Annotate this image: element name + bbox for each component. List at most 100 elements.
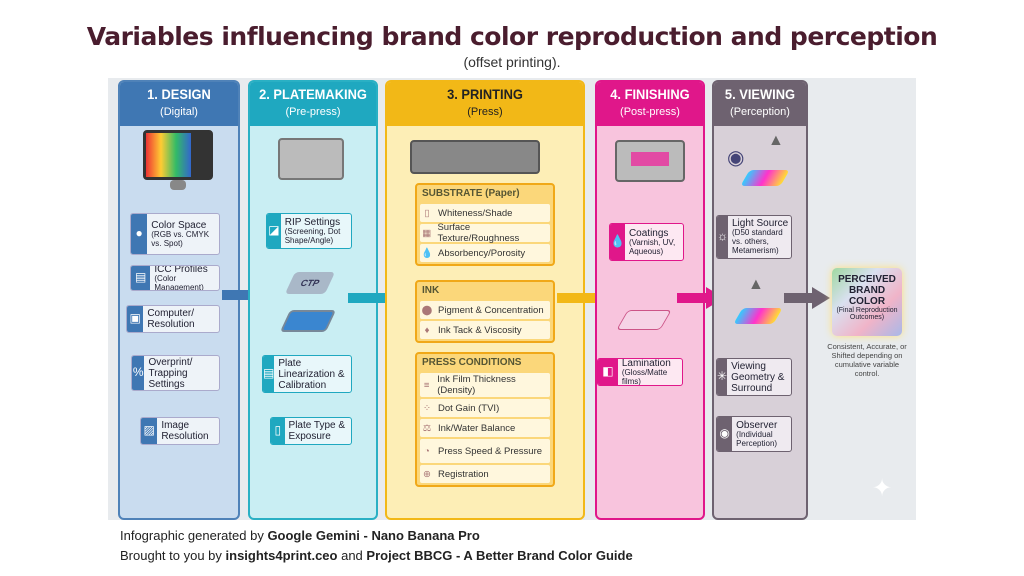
item-detail: (Individual Perception) <box>736 429 778 448</box>
plate-item-plate-type: ▯Plate Type & Exposure <box>270 417 352 445</box>
column-subtitle: (Pre-press) <box>285 106 341 118</box>
item-detail: (D50 standard vs. others, Metamerism) <box>732 228 783 255</box>
item-label: Viewing Geometry & Surround <box>731 360 785 394</box>
design-item-computer-resolution: ▣Computer/ Resolution <box>126 305 220 333</box>
page-title: Variables influencing brand color reprod… <box>86 22 938 51</box>
lamp-icon: ▲ <box>748 276 764 293</box>
item-label: Absorbency/Porosity <box>438 247 526 259</box>
printing-item: ⚖Ink/Water Balance <box>420 419 550 437</box>
trapping-icon: % <box>132 356 145 390</box>
footer-text: Infographic generated by <box>120 528 268 543</box>
droplet-icon: 💧 <box>610 224 625 260</box>
group-ink: INK ⬤Pigment & Concentration ♦ Ink Tack &… <box>415 280 555 343</box>
item-detail: (Varnish, UV, Aqueous) <box>628 237 676 256</box>
group-title: SUBSTRATE (Paper) <box>422 188 520 199</box>
printing-item: ⬤Pigment & Concentration <box>420 301 550 319</box>
group-title: INK <box>422 285 440 296</box>
item-label: Color Space <box>151 219 207 231</box>
result-detail: (Final Reproduction Outcomes) <box>836 307 898 321</box>
dot-gain-icon: ⁘ <box>423 402 431 414</box>
item-detail: (RGB vs. CMYK vs. Spot) <box>151 229 210 248</box>
item-label: Coatings <box>628 227 669 239</box>
plate-item-linearization: ▤Plate Linearization & Calibration <box>262 355 352 393</box>
item-label: Press Speed & Pressure <box>438 445 543 457</box>
texture-icon: ▦ <box>422 227 432 239</box>
balance-icon: ⚖ <box>422 422 432 434</box>
item-label: Whiteness/Shade <box>438 207 513 219</box>
lightbulb-icon: ☼ <box>717 216 728 258</box>
monitor-illustration <box>143 130 213 180</box>
image-icon: ▣ <box>127 306 144 332</box>
printing-item: ◔ Press Speed & Pressure <box>420 439 550 463</box>
group-title: PRESS CONDITIONS <box>422 357 522 368</box>
item-label: Light Source <box>732 218 789 230</box>
printing-arrow-shaft <box>557 293 601 303</box>
column-title: 2. PLATEMAKING <box>259 86 367 102</box>
lamp-icon: ▲ <box>768 132 784 149</box>
design-item-icc-profiles: ▤ICC Profiles(Color Management) <box>130 265 220 291</box>
result-title: PERCEIVED BRAND COLOR <box>838 274 896 307</box>
item-label: Observer <box>736 419 778 431</box>
footer-project: Project BBCG - A Better Brand Color Guid… <box>366 548 633 563</box>
group-press-conditions: PRESS CONDITIONS ≡Ink Film Thickness (De… <box>415 352 555 487</box>
item-label: Registration <box>438 468 489 480</box>
eye-icon: ◉ <box>717 417 733 451</box>
printing-item: ▦ Surface Texture/Roughness <box>420 222 550 244</box>
printing-item: ≡Ink Film Thickness (Density) <box>420 373 550 397</box>
footer-text: Brought to you by <box>120 548 226 563</box>
column-subtitle: (Press) <box>467 106 503 118</box>
design-item-overprint-trapping: %Overprint/ Trapping Settings <box>131 355 220 391</box>
footer-sponsor-line: Brought to you by insights4print.ceo and… <box>120 548 633 563</box>
item-label: Dot Gain (TVI) <box>438 402 500 414</box>
film-thickness-icon: ≡ <box>423 379 430 391</box>
printing-item: 💧 Absorbency/Porosity <box>420 244 550 262</box>
item-label: Ink Tack & Viscosity <box>438 324 522 336</box>
plate-item-rip-settings: ◪RIP Settings(Screening, Dot Shape/Angle… <box>266 213 352 249</box>
footer-credit-line: Infographic generated by Google Gemini -… <box>120 528 480 543</box>
viewing-arrow-icon <box>812 287 830 309</box>
color-circles-icon: ● <box>131 214 148 254</box>
screening-icon: ◪ <box>267 214 281 248</box>
footer-generator: Google Gemini - Nano Banana Pro <box>267 528 480 543</box>
finishing-item-coatings: 💧Coatings(Varnish, UV, Aqueous) <box>609 223 684 261</box>
column-title: 3. PRINTING <box>447 86 523 102</box>
design-arrow-shaft <box>222 290 252 300</box>
item-label: Surface Texture/Roughness <box>437 222 520 244</box>
coater-illustration <box>615 140 685 182</box>
item-label: Plate Linearization & Calibration <box>278 357 345 391</box>
printing-item: ♦ Ink Tack & Viscosity <box>420 321 550 339</box>
sparkle-icon: ✦ <box>872 475 893 502</box>
picture-icon: ▨ <box>141 418 158 444</box>
registration-icon: ⊕ <box>423 468 431 480</box>
printing-item: ⁘ Dot Gain (TVI) <box>420 399 550 417</box>
column-subtitle: (Post-press) <box>620 106 680 118</box>
result-note: Consistent, Accurate, or Shifted dependi… <box>827 342 907 378</box>
viewing-item-light-source: ☼ Light Source(D50 standard vs. others, M… <box>716 215 792 259</box>
item-label: Image Resolution <box>161 420 209 442</box>
finishing-arrow-shaft <box>677 293 707 303</box>
item-label: ICC Profiles <box>154 265 208 275</box>
ink-drop-icon: ♦ <box>424 324 430 336</box>
gauge-icon: ◔ <box>424 445 430 457</box>
paper-icon: ▯ <box>424 207 430 219</box>
item-label: Overprint/ Trapping Settings <box>148 356 193 390</box>
droplet-icon: 💧 <box>421 247 433 259</box>
column-title: 1. DESIGN <box>147 86 211 102</box>
group-substrate: SUBSTRATE (Paper) ▯ Whiteness/Shade ▦ Surf… <box>415 183 555 266</box>
platesetter-illustration <box>278 138 344 180</box>
monitor-stand <box>170 180 186 190</box>
plate-arrow-shaft <box>348 293 390 303</box>
perceived-brand-color-box: PERCEIVED BRAND COLOR (Final Reproductio… <box>832 268 902 336</box>
page-subtitle: (offset printing). <box>463 54 561 70</box>
design-item-image-resolution: ▨Image Resolution <box>140 417 220 445</box>
item-label: Computer/ Resolution <box>147 308 195 330</box>
footer-text: and <box>337 548 367 563</box>
document-icon: ▤ <box>263 356 275 392</box>
item-label: RIP Settings <box>284 216 341 228</box>
item-label: Lamination <box>621 358 671 369</box>
design-item-color-space: ●Color Space(RGB vs. CMYK vs. Spot) <box>130 213 220 255</box>
viewing-item-geometry: ✳Viewing Geometry & Surround <box>716 358 792 396</box>
viewing-item-observer: ◉Observer(Individual Perception) <box>716 416 792 452</box>
finishing-item-lamination: ◧Lamination(Gloss/Matte films) <box>597 358 683 386</box>
printing-item: ▯ Whiteness/Shade <box>420 204 550 222</box>
